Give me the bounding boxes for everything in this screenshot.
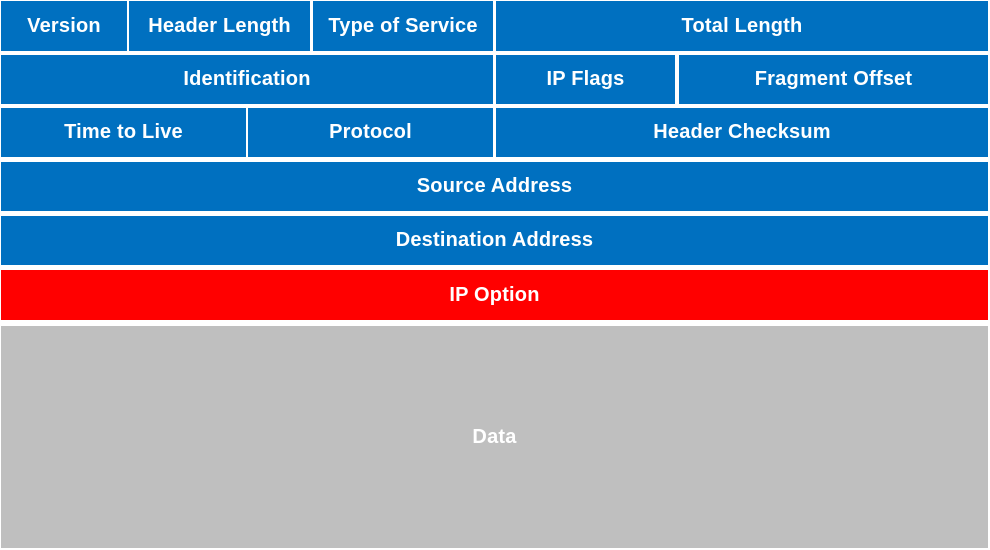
header-length-field: Header Length [129,1,310,51]
ip-flags-field: IP Flags [496,55,675,104]
version-field: Version [1,1,127,51]
type-of-service-field: Type of Service [313,1,493,51]
source-address-field: Source Address [1,162,988,211]
destination-address-field: Destination Address [1,216,988,265]
header-checksum-field: Header Checksum [496,108,988,157]
total-length-field: Total Length [496,1,988,51]
identification-field: Identification [1,55,493,104]
ip-option-field: IP Option [1,270,988,320]
data-field: Data [1,326,988,548]
fragment-offset-field: Fragment Offset [679,55,988,104]
time-to-live-field: Time to Live [1,108,246,157]
protocol-field: Protocol [248,108,493,157]
